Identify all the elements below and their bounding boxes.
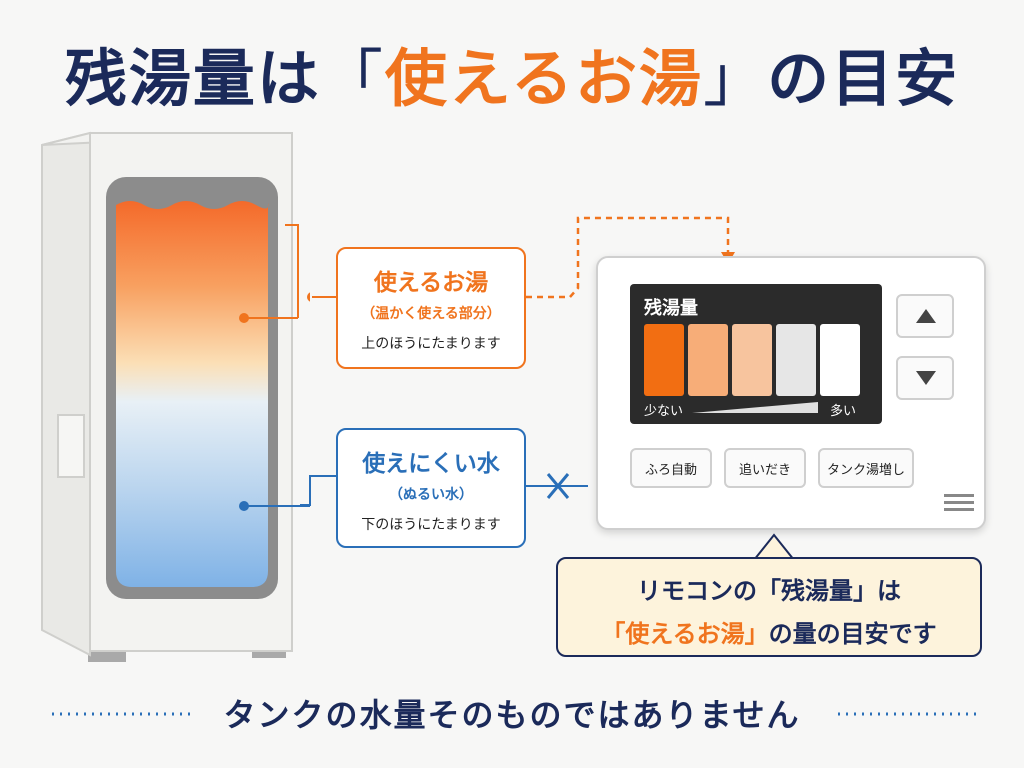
title-highlight: 使えるお湯: [384, 42, 704, 115]
bubble-line2-a: 「使えるお湯」: [601, 620, 769, 648]
level-high-label: 多い: [830, 404, 857, 419]
bubble-line1-b: 残湯量: [781, 577, 853, 605]
page-title: 残湯量は「使えるお湯」の目安: [0, 28, 1024, 118]
bubble-line1-a: リモコンの「: [637, 577, 781, 605]
hot-callout-subtitle: （温かく使える部分）: [361, 306, 501, 322]
title-part2: の目安: [767, 42, 960, 115]
level-segment-1: [644, 324, 684, 396]
bubble-line2-b: の量の目安です: [768, 620, 937, 648]
remote-controller: 残湯量 少ない 多い ふろ自動 追いだき タンク湯増し: [596, 256, 986, 530]
level-segment-2: [688, 324, 728, 396]
hot-callout-description: 上のほうにたまります: [361, 336, 501, 352]
remote-display: 残湯量 少ない 多い: [630, 284, 882, 424]
bubble-line-2: 「使えるお湯」の量の目安です: [558, 614, 980, 649]
title-close-bracket: 」: [703, 42, 768, 115]
down-button[interactable]: [896, 356, 954, 400]
cold-callout-title: 使えにくい水: [362, 451, 500, 477]
usable-hot-water-callout: 使えるお湯 （温かく使える部分） 上のほうにたまります: [336, 247, 526, 369]
hot-bracket-dot: [307, 292, 310, 302]
bubble-line-1: リモコンの「残湯量」は: [558, 571, 980, 606]
bath-auto-button[interactable]: ふろ自動: [630, 448, 712, 488]
level-segment-4: [776, 324, 816, 396]
level-low-label: 少ない: [644, 404, 684, 419]
cold-callout-link: [300, 475, 336, 506]
hot-to-remote-dashed-line: [526, 216, 730, 299]
connectors: [300, 216, 735, 506]
water-heater-tank: [41, 131, 310, 662]
bottom-note: タンクの水量そのものではありません: [223, 696, 801, 734]
x-mark-icon: [546, 473, 570, 499]
bubble-line1-c: 」は: [853, 577, 901, 605]
title-open-bracket: 「: [320, 42, 385, 115]
triangle-down-icon: [916, 371, 936, 385]
tank-water: [116, 201, 269, 587]
tank-side-panel: [41, 131, 91, 657]
triangle-up-icon: [916, 309, 936, 323]
explanation-bubble: リモコンの「残湯量」は 「使えるお湯」の量の目安です: [556, 557, 982, 657]
level-segment-3: [732, 324, 772, 396]
level-ramp-icon: [692, 402, 818, 413]
hot-callout-title: 使えるお湯: [373, 270, 489, 296]
add-hot-water-button[interactable]: タンク湯増し: [818, 448, 914, 488]
hamburger-menu-icon[interactable]: [944, 494, 974, 512]
remaining-hot-water-label: 残湯量: [644, 298, 698, 319]
reheat-button[interactable]: 追いだき: [724, 448, 806, 488]
cold-callout-subtitle: （ぬるい水）: [389, 487, 473, 503]
cold-callout-description: 下のほうにたまります: [361, 517, 501, 533]
hot-bracket: [285, 224, 299, 297]
unusable-water-callout: 使えにくい水 （ぬるい水） 下のほうにたまります: [336, 428, 526, 548]
title-part1: 残湯量は: [64, 42, 321, 115]
right-dotted-line: [838, 712, 978, 716]
level-segment-5: [820, 324, 860, 396]
up-button[interactable]: [896, 294, 954, 338]
tank-side-box: [57, 414, 85, 478]
